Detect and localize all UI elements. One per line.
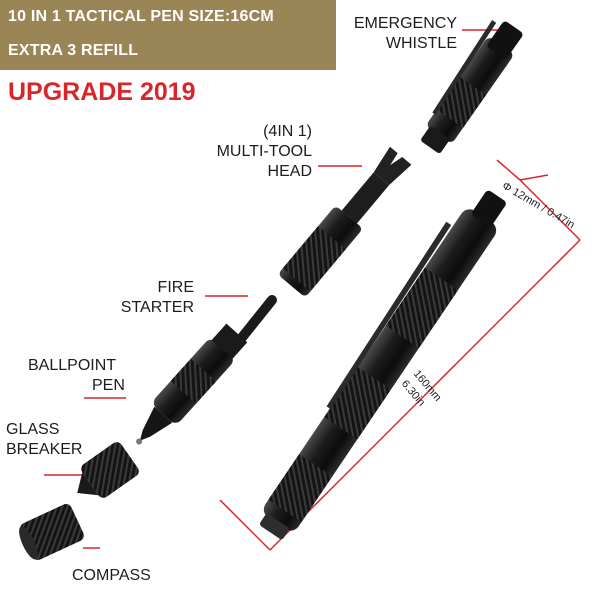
ballpoint-pen-label-line2: PEN <box>92 377 125 394</box>
glass-breaker-label-line2: BREAKER <box>6 441 83 458</box>
diameter-dimension-line <box>496 159 521 181</box>
fire-starter-label-line2: STARTER <box>120 299 194 316</box>
glass-breaker-label-line1: GLASS <box>6 421 60 438</box>
ballpoint-pen-part <box>136 323 248 445</box>
multi-tool-head-label-line1: (4IN 1) <box>263 123 312 140</box>
multi-tool-head-label-line2: MULTI-TOOL <box>216 143 312 160</box>
multi-tool-head-part <box>279 146 412 296</box>
ballpoint-pen-label: BALLPOINT PEN <box>28 356 138 396</box>
compass-label: COMPASS <box>72 567 151 584</box>
banner-title: 10 IN 1 TACTICAL PEN SIZE:16CM <box>8 8 274 25</box>
assembled-pen <box>259 190 506 540</box>
ballpoint-pen-label-line1: BALLPOINT <box>28 357 117 374</box>
multi-tool-head-label: (4IN 1) MULTI-TOOL HEAD <box>190 122 312 182</box>
length-dimension-line <box>519 179 581 241</box>
multi-tool-head-label-line3: HEAD <box>267 163 312 180</box>
fire-starter-label: FIRE STARTER <box>100 278 194 318</box>
emergency-whistle-label-line1: EMERGENCY <box>353 15 457 32</box>
glass-breaker-part <box>77 442 139 498</box>
banner-subtitle: EXTRA 3 REFILL <box>8 42 139 59</box>
compass-part <box>19 504 84 560</box>
title-banner: 10 IN 1 TACTICAL PEN SIZE:16CM EXTRA 3 R… <box>0 0 336 70</box>
upgrade-headline: UPGRADE 2019 <box>8 78 196 106</box>
emergency-whistle-label-line2: WHISTLE <box>385 35 457 52</box>
fire-starter-label-line1: FIRE <box>157 279 194 296</box>
emergency-whistle-label: EMERGENCY WHISTLE <box>345 14 457 54</box>
fire-starter-part <box>231 295 277 350</box>
emergency-whistle-part <box>421 20 523 154</box>
glass-breaker-label: GLASS BREAKER <box>6 420 106 460</box>
